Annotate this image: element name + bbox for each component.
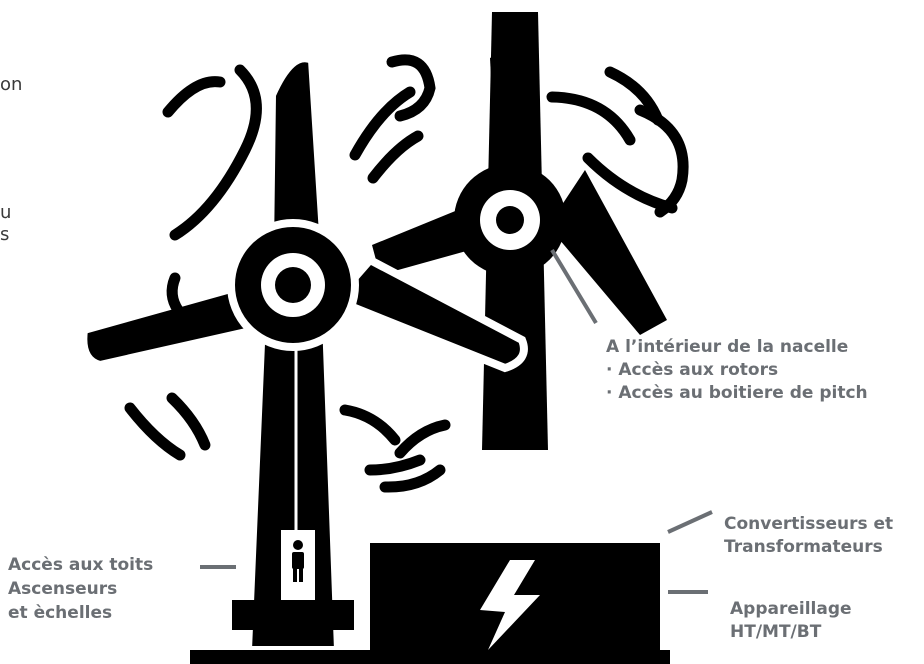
- nacelle-label-title: A l’intérieur de la nacelle: [606, 337, 849, 357]
- wind-turbine-icon: [79, 54, 528, 654]
- converters-label-line2: Transformateurs: [724, 537, 883, 557]
- cutoff-text-3: s: [0, 224, 10, 245]
- cutoff-text-2: u: [0, 202, 12, 223]
- switchgear-label-line2: HT/MT/BT: [730, 622, 822, 642]
- converters-label-line1: Convertisseurs et: [724, 514, 894, 534]
- lightning-bolt-icon: [480, 560, 540, 650]
- wind-swirls: [124, 54, 689, 493]
- nacelle-label-item-pitch: · Accès au boitiere de pitch: [606, 383, 868, 403]
- wind-turbine-icon: [372, 12, 667, 450]
- tower-label-ladders: et èchelles: [8, 603, 113, 623]
- switchgear-label-line1: Appareillage: [730, 599, 852, 619]
- cutoff-text-1: on: [0, 74, 23, 95]
- tower-label-elevators: Ascenseurs: [8, 579, 118, 599]
- leader-lines: [200, 248, 713, 594]
- nacelle-label-item-rotors: · Accès aux rotors: [606, 360, 779, 380]
- person-icon: [292, 540, 304, 582]
- tower-label-roof-access: Accès aux toits: [8, 555, 154, 575]
